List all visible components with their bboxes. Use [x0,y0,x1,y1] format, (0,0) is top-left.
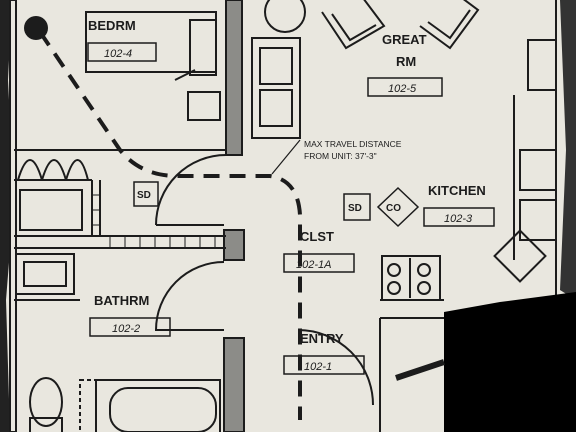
chair-icon [419,0,480,50]
sink-icon [15,253,75,295]
wall-hatch [92,194,216,248]
room-number-bathroom: 102-2 [112,323,140,335]
fixtures [14,0,557,432]
wall-left-outer [9,0,17,432]
door-swing-bedroom [155,154,227,226]
curtain-icon [17,159,89,181]
chair-icon [493,229,547,283]
room-name-kitchen: KITCHEN [428,183,486,198]
labels: BEDRM 102-4 GREAT RM 102-5 KITCHEN 102-3… [88,18,486,373]
smoke-detector-icon [133,181,159,207]
walls [9,0,245,432]
travel-start-marker [24,16,48,40]
wall-central-lower [223,337,245,432]
sheet-left-edge [0,0,14,432]
room-number-closet: 102-1A [296,259,331,271]
co-detector-icon [376,186,420,228]
room-number-kitchen: 102-3 [444,213,473,225]
sofa [251,37,301,139]
smoke-detector-label: SD [137,190,151,201]
range-icon [381,255,441,301]
room-name-closet: CLST [300,229,334,244]
sheet-right-edge [560,0,576,300]
room-name-great-room-line2: RM [396,54,416,69]
wall-central-column [223,229,245,261]
door-swing-bath [154,261,225,331]
door-swing-entry [297,329,374,406]
room-number-bedroom: 102-4 [104,48,132,60]
travel-distance-path [38,30,302,420]
lamp-icon [264,0,306,33]
chair-icon [321,0,386,50]
bathtub-icon [79,379,221,432]
travel-note-line1: MAX TRAVEL DISTANCE [304,139,402,149]
room-number-entry: 102-1 [304,361,332,373]
smoke-detector-icon [343,193,371,221]
detectors [133,181,420,228]
room-name-entry: ENTRY [300,331,344,346]
room-name-great-room-line1: GREAT [382,32,427,47]
wall-central-upper [225,0,243,156]
smoke-detector-label: SD [348,203,362,214]
redaction-block [444,292,576,432]
co-detector-label: CO [386,203,401,214]
door-swings [154,154,374,406]
travel-note-leader [271,139,301,175]
room-name-bedroom: BEDRM [88,18,136,33]
toilet-icon [29,377,63,432]
entry-door-slab [395,359,445,381]
room-name-bathroom: BATHRM [94,293,149,308]
travel-note-line2: FROM UNIT: 37'-3" [304,151,377,161]
room-tag-boxes [87,42,495,375]
room-number-great-room: 102-5 [388,83,417,95]
